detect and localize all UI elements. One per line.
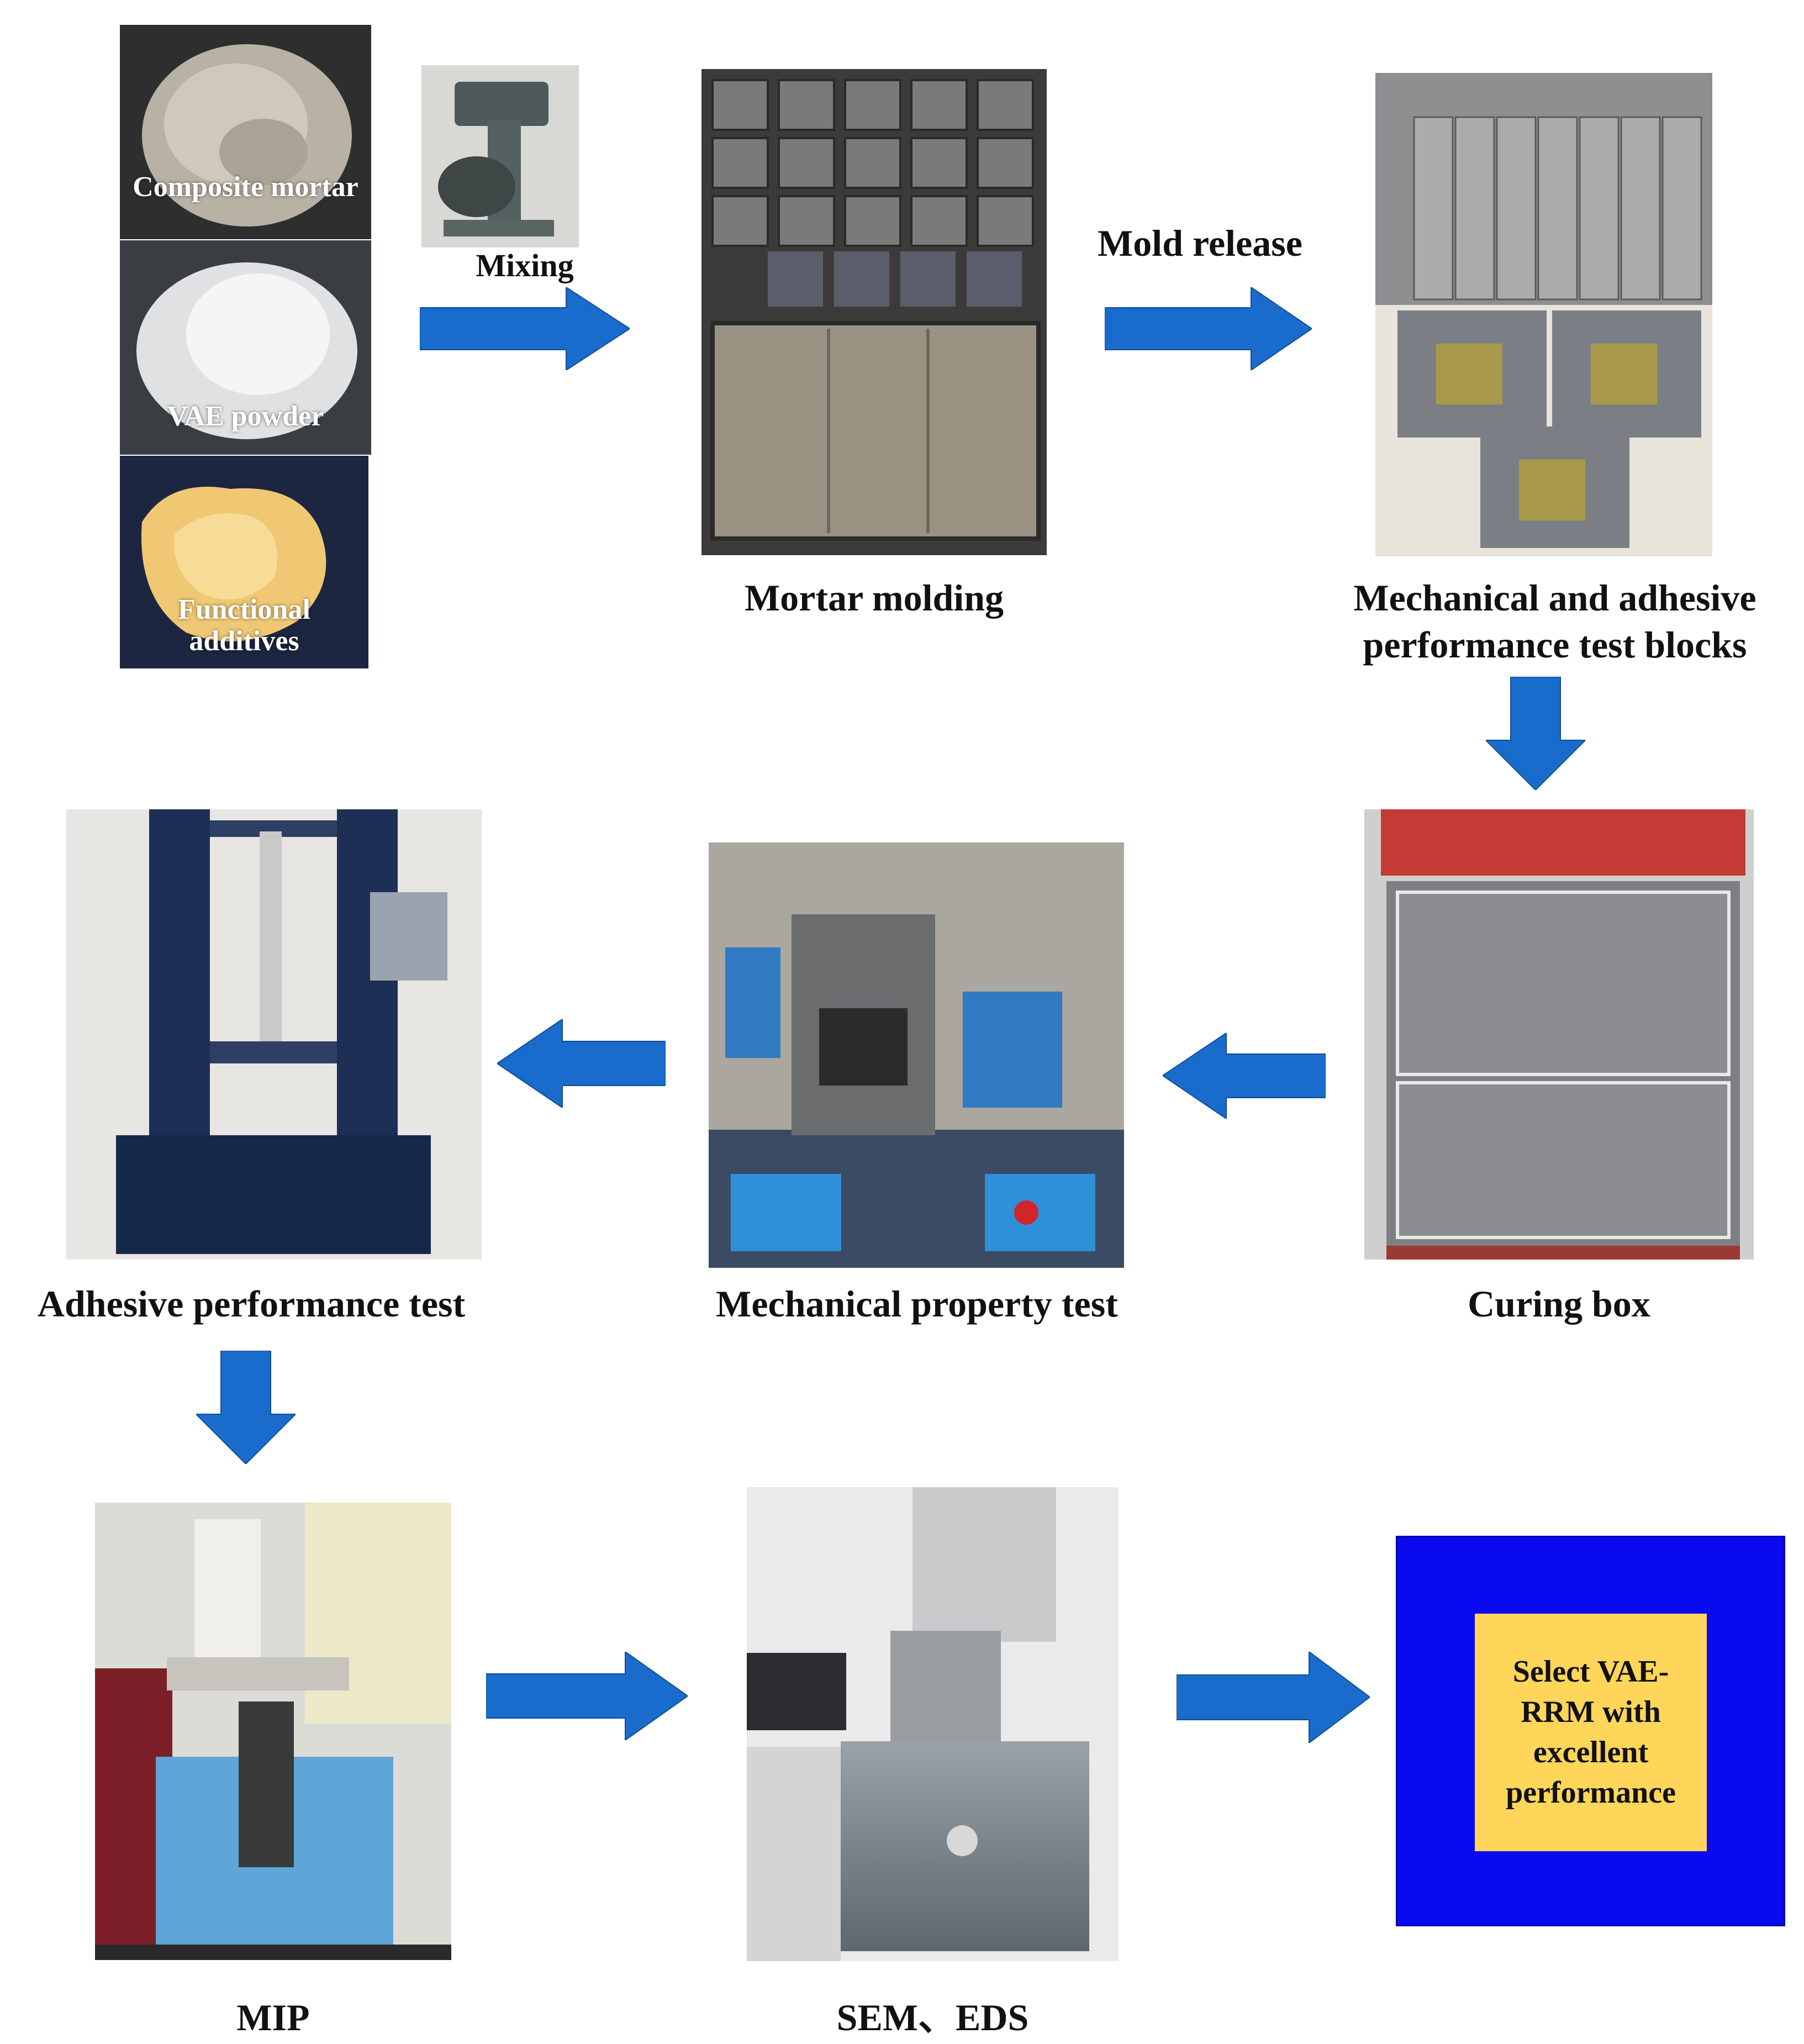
- test-blocks-photo: [1375, 73, 1712, 556]
- arrow-left-icon: [497, 1019, 666, 1108]
- vae-powder-photo: [120, 240, 371, 455]
- functional-additives-photo: [120, 456, 368, 668]
- mixer-photo: [421, 65, 579, 247]
- mixing-label: Mixing: [476, 247, 574, 283]
- mold-release-label: Mold release: [1098, 222, 1302, 264]
- mechanical-test-label: Mechanical property test: [716, 1283, 1118, 1325]
- mortar-molding-photo: [701, 69, 1047, 555]
- adhesive-test-label: Adhesive performance test: [37, 1283, 466, 1325]
- composite-mortar-photo: [120, 25, 371, 239]
- composite-mortar-label: Composite mortar: [133, 171, 358, 203]
- arrow-down-icon: [196, 1351, 296, 1464]
- curing-box-photo: [1364, 809, 1754, 1260]
- functional-additives-label: Functional additives: [178, 594, 310, 657]
- arrow-down-icon: [1486, 677, 1585, 790]
- mip-photo: [95, 1503, 451, 1960]
- result-text: Select VAE- RRM with excellent performan…: [1475, 1614, 1707, 1851]
- sem-eds-label: SEM、EDS: [836, 1996, 1029, 2038]
- sem-photo: [747, 1487, 1119, 1961]
- adhesive-test-photo: [66, 809, 482, 1260]
- test-blocks-label: Mechanical and adhesive performance test…: [1353, 577, 1756, 666]
- mortar-molding-label: Mortar molding: [744, 577, 1004, 619]
- arrow-right-icon: [1105, 287, 1312, 370]
- curing-box-label: Curing box: [1468, 1283, 1650, 1325]
- arrow-right-icon: [1177, 1652, 1370, 1743]
- result-box: Select VAE- RRM with excellent performan…: [1396, 1536, 1785, 1926]
- mechanical-test-photo: [709, 842, 1124, 1268]
- arrow-right-icon: [420, 287, 630, 370]
- mip-label: MIP: [236, 1996, 310, 2038]
- vae-powder-label: VAE powder: [167, 401, 324, 432]
- arrow-right-icon: [486, 1652, 688, 1740]
- arrow-left-icon: [1163, 1033, 1326, 1119]
